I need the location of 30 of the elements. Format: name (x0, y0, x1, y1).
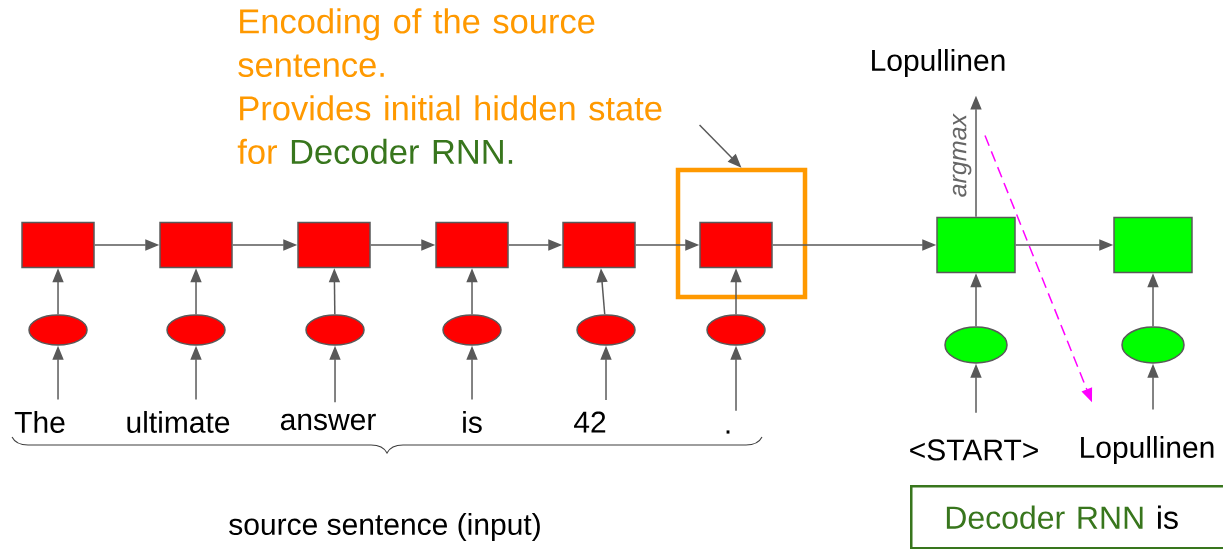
embedding-ellipse (706, 314, 766, 346)
rnn-cell (435, 221, 509, 269)
brace-label: source sentence (input) (229, 513, 540, 541)
rnn-cell (21, 221, 95, 269)
rnn-cell (562, 221, 636, 269)
note-box: Decoder RNN is (910, 485, 1223, 549)
word-label: is (463, 410, 482, 433)
embedding-ellipse (28, 314, 88, 346)
word-label: answer (280, 413, 376, 431)
output-word: Lopullinen (872, 49, 1005, 77)
rnn-cell (297, 221, 371, 269)
word-label: . (726, 430, 730, 434)
word-label: 42 (574, 411, 606, 433)
rnn-cell (159, 221, 233, 269)
rnn-cell (699, 221, 773, 269)
highlight-frame (675, 167, 808, 300)
edge-label: argmax (951, 112, 973, 199)
embedding-ellipse (1121, 326, 1185, 364)
word-label: The (14, 410, 65, 433)
rnn-cell (936, 216, 1016, 274)
rnn-cell (1113, 216, 1193, 274)
embedding-ellipse (576, 314, 636, 346)
annotation-text: Encoding of the source sentence. Provides initial hidden state for Decoder RNN. (237, 8, 662, 165)
embedding-ellipse (442, 314, 502, 346)
embedding-ellipse (944, 326, 1008, 364)
embedding-ellipse (305, 314, 365, 346)
embedding-ellipse (166, 314, 226, 346)
word-label: ultimate (127, 410, 230, 433)
word-label: <START> (910, 439, 1038, 461)
word-label: Lopullinen (1081, 436, 1214, 464)
